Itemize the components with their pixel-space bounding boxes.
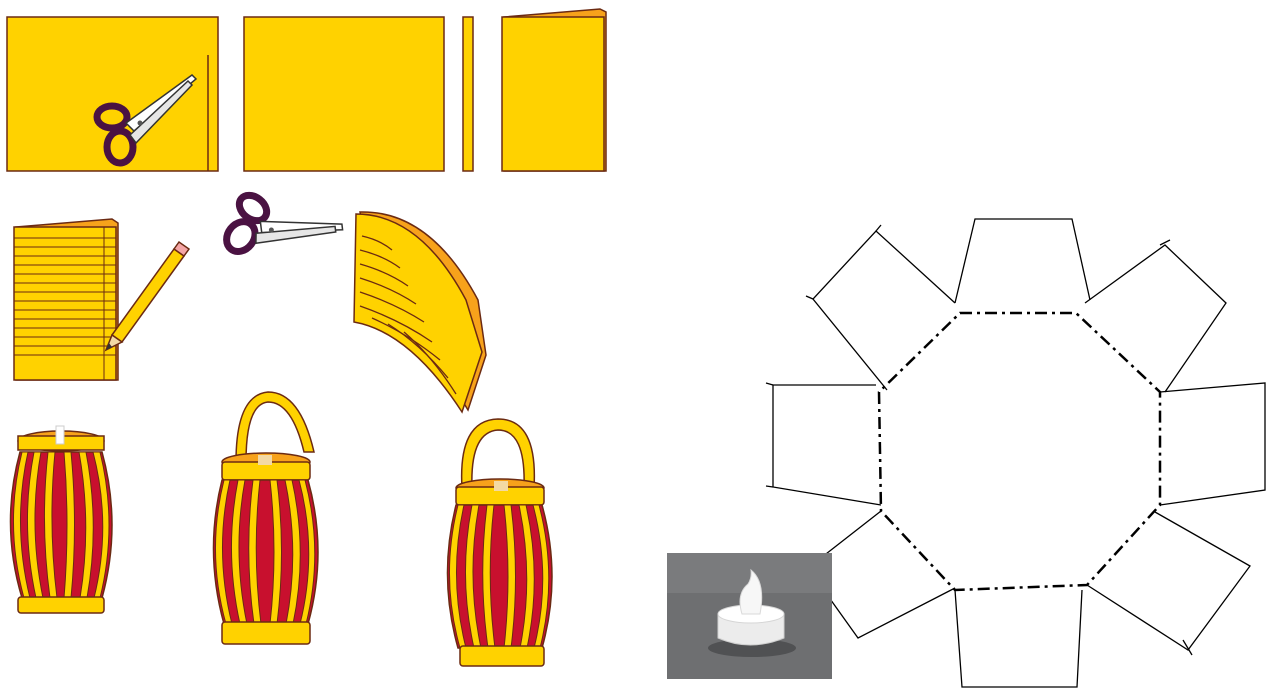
octagon-fold-line — [877, 311, 1162, 592]
flap-top-left — [812, 230, 956, 391]
folded-sheet — [13, 226, 117, 381]
lantern-ribs — [214, 479, 316, 625]
scissors-icon — [213, 166, 345, 296]
step-separate-strip — [243, 16, 474, 172]
flap-bottom — [954, 589, 1083, 688]
candle-flame — [739, 568, 763, 615]
lantern-handle — [460, 418, 536, 489]
slit-lines — [359, 235, 457, 395]
lantern-handle — [235, 391, 315, 463]
lantern-body — [212, 479, 319, 625]
folded-sheet-front — [501, 16, 605, 172]
flap-top — [954, 218, 1091, 304]
flap-bottom-left — [807, 510, 956, 639]
flap-left — [772, 384, 882, 506]
tealight-candle-photo — [667, 553, 832, 679]
flap-top-right — [1084, 244, 1227, 393]
step-finished-lantern — [446, 418, 553, 667]
step-fold-sheet — [501, 8, 607, 172]
lantern-body — [446, 504, 553, 649]
flap-bottom-right — [1086, 511, 1251, 651]
paper-strip — [462, 16, 474, 172]
octagon-net-template — [765, 218, 1266, 688]
lantern-bottom-ring — [459, 645, 545, 667]
ruled-lines — [14, 227, 116, 380]
step-cut-strip — [6, 16, 219, 172]
lantern-bottom-ring — [17, 596, 105, 614]
lantern-bottom-ring — [221, 621, 311, 645]
pencil-icon — [104, 240, 191, 352]
paper-sheet — [6, 16, 219, 172]
slit-sheet-front — [353, 213, 483, 414]
step-cut-slits — [213, 166, 487, 414]
flap-right — [1159, 382, 1266, 506]
paper-sheet — [243, 16, 445, 172]
step-draw-lines — [13, 218, 191, 381]
net-flaps — [765, 218, 1266, 688]
step-form-lantern — [9, 425, 113, 614]
step-add-handle — [212, 391, 319, 645]
lantern-ribs — [12, 451, 110, 599]
candle-shadow — [708, 639, 796, 657]
